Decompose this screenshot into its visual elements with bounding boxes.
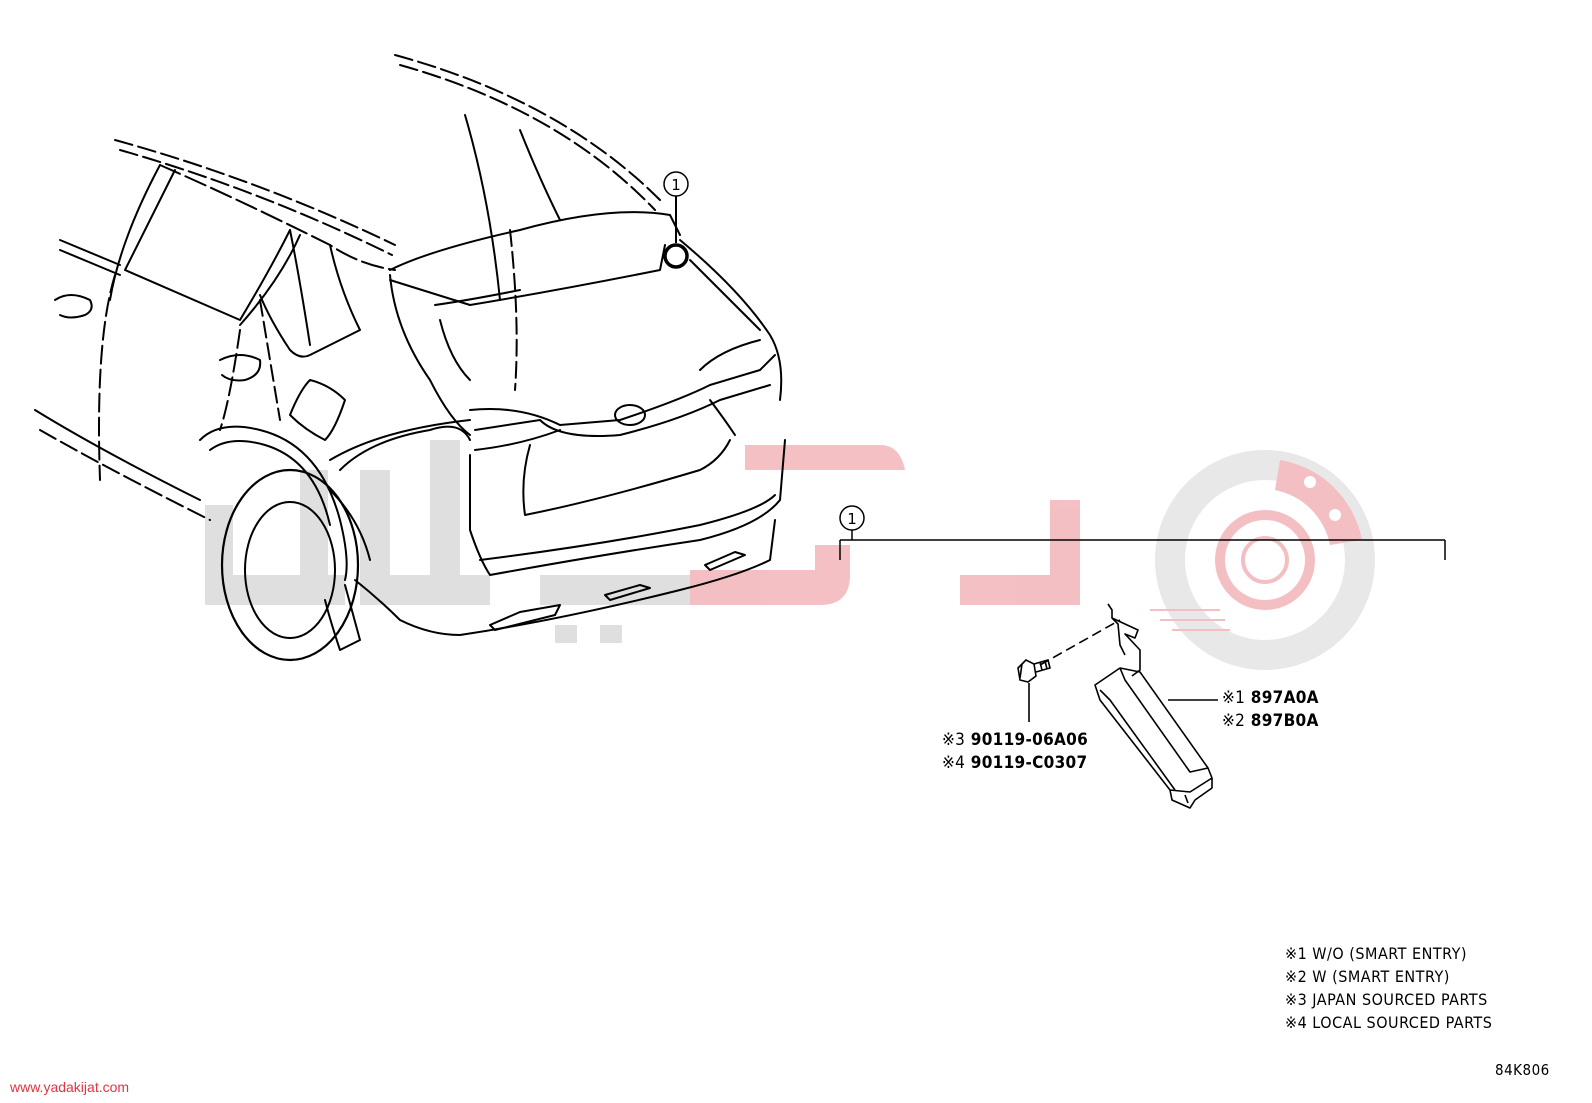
svg-text:1: 1 (671, 176, 681, 194)
part-mark-2: ※2 (1222, 711, 1246, 731)
legend-item-1: ※1 W/O (SMART ENTRY) (1285, 944, 1467, 963)
part-number-1: 897A0A (1250, 688, 1319, 708)
legend-mark-3: ※3 (1285, 990, 1308, 1009)
diagram-code: 84K806 (1495, 1061, 1550, 1079)
legend-item-2: ※2 W (SMART ENTRY) (1285, 967, 1450, 986)
part-mark-1: ※1 (1222, 688, 1246, 708)
part-number-4: 90119-C0307 (970, 753, 1088, 773)
part-label-1: ※1 897A0A (1222, 688, 1319, 708)
vehicle-callout-leader (663, 195, 689, 269)
bolt-drawing (1017, 659, 1051, 722)
legend-mark-2: ※2 (1285, 967, 1308, 986)
receiver-module-drawing (1039, 603, 1218, 809)
part-label-2: ※2 897B0A (1222, 711, 1319, 731)
watermark-url-link[interactable]: www.yadakijat.com (10, 1079, 130, 1095)
legend-text-2: W (SMART ENTRY) (1312, 967, 1450, 986)
svg-text:1: 1 (847, 510, 857, 528)
bracket-callout-number: 1 (839, 505, 865, 531)
part-mark-4: ※4 (942, 753, 966, 773)
assembly-bracket (839, 530, 1446, 560)
legend-item-4: ※4 LOCAL SOURCED PARTS (1285, 1013, 1492, 1032)
watermark-logo (205, 440, 1375, 670)
part-number-2: 897B0A (1250, 711, 1319, 731)
legend-mark-4: ※4 (1285, 1013, 1308, 1032)
part-label-3: ※3 90119-06A06 (942, 730, 1088, 750)
part-label-4: ※4 90119-C0307 (942, 753, 1087, 773)
legend-text-4: LOCAL SOURCED PARTS (1312, 1013, 1493, 1032)
vehicle-callout-number: 1 (663, 171, 689, 197)
part-mark-3: ※3 (942, 730, 966, 750)
legend-item-3: ※3 JAPAN SOURCED PARTS (1285, 990, 1488, 1009)
legend-mark-1: ※1 (1285, 944, 1308, 963)
legend-text-1: W/O (SMART ENTRY) (1312, 944, 1468, 963)
part-number-3: 90119-06A06 (970, 730, 1089, 750)
legend-text-3: JAPAN SOURCED PARTS (1312, 990, 1488, 1009)
vehicle-rear-illustration (34, 54, 786, 662)
